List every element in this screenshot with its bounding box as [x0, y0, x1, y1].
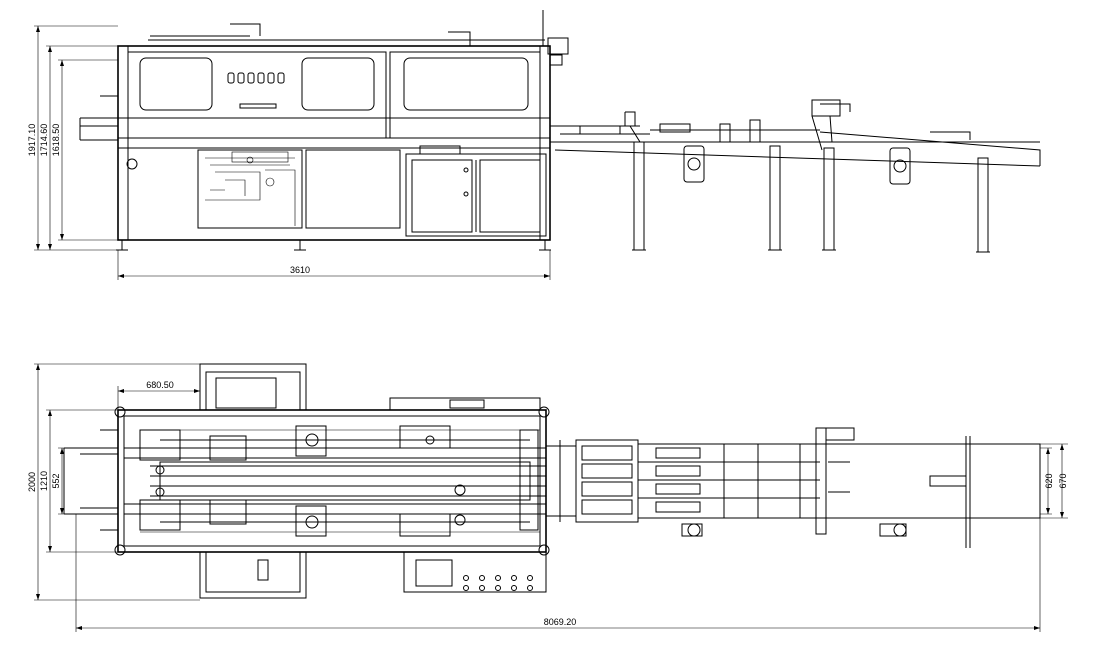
plan-dimensions: 680.50 2000 1210 552 620 670 8069.20: [27, 363, 1068, 632]
dim-frame-width: 1210: [39, 471, 49, 491]
dim-conveyor-inner: 620: [1044, 473, 1054, 488]
dim-machine-length: 3610: [290, 265, 310, 275]
dim-overall-length: 8069.20: [544, 617, 577, 627]
dim-channel-width: 552: [51, 473, 61, 488]
dim-infeed-offset: 680.50: [146, 380, 174, 390]
indicator-lights: [227, 72, 285, 84]
drive-mechanisms: [139, 425, 539, 537]
dim-overall-height: 1917.10: [27, 124, 37, 157]
outfeed-conveyor: [550, 99, 1041, 253]
elevation-view: 1917.10 1714.60 1618.50 3610: [27, 10, 1041, 280]
elevation-dimensions: 1917.10 1714.60 1618.50 3610: [27, 25, 551, 280]
plan-view: 680.50 2000 1210 552 620 670 8069.20: [27, 363, 1068, 632]
dim-inner-height: 1618.50: [51, 124, 61, 157]
dim-overall-width: 2000: [27, 472, 37, 492]
dim-frame-height: 1714.60: [39, 124, 49, 157]
control-panel: [463, 575, 533, 591]
forming-mechanism: [205, 151, 296, 226]
dim-conveyor-outer: 670: [1058, 473, 1068, 488]
plan-conveyor: [546, 427, 1041, 548]
product-channels: [124, 429, 546, 533]
